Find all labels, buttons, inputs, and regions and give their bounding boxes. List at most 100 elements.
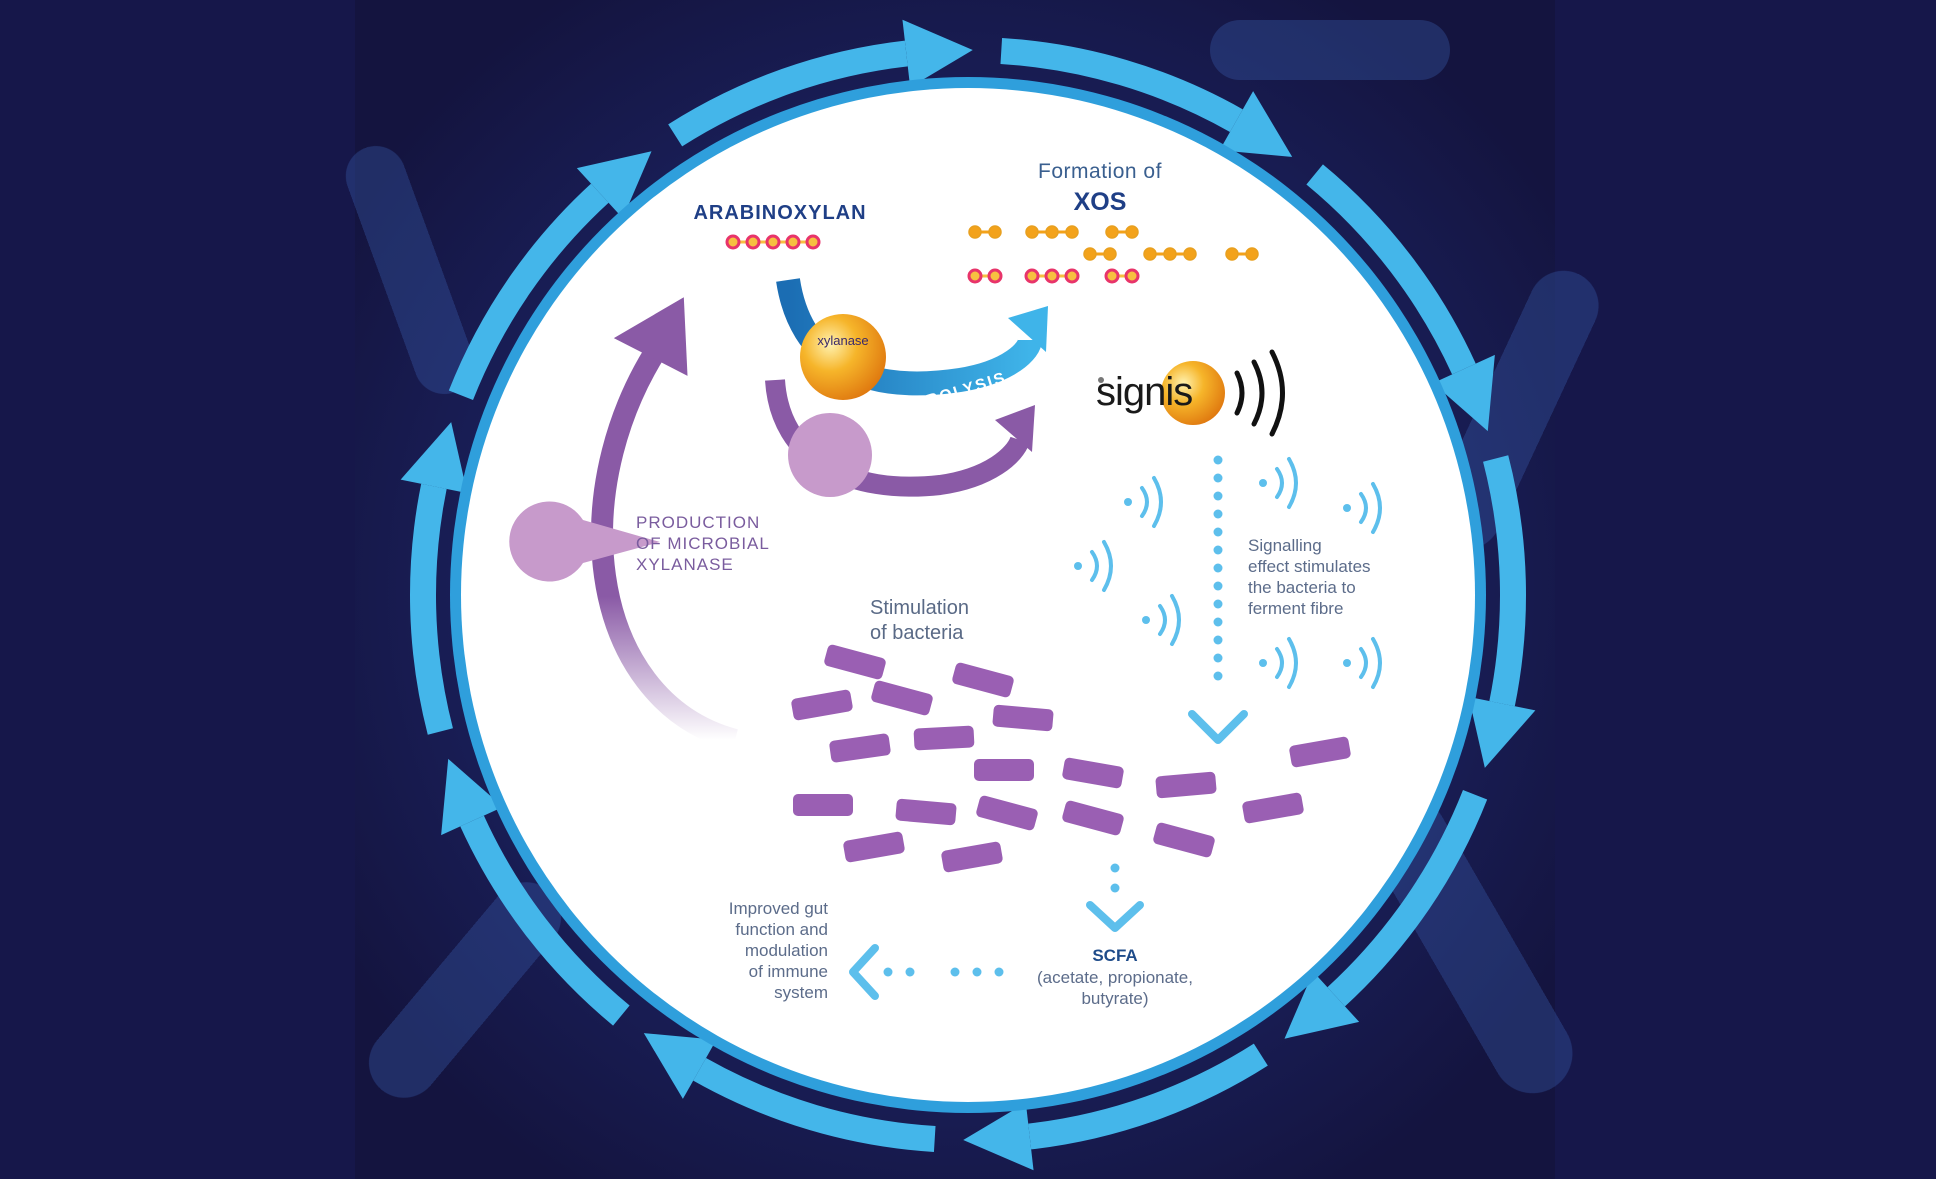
dot — [1213, 527, 1223, 537]
bacterium — [824, 644, 886, 680]
dot — [1213, 491, 1223, 501]
sugar-unit — [1163, 247, 1177, 261]
dot — [1110, 883, 1120, 893]
sugar-unit — [1083, 247, 1097, 261]
dot — [905, 967, 915, 977]
dotted-down-line — [1213, 455, 1223, 681]
sugar-unit — [1025, 225, 1039, 239]
sugar-unit — [805, 234, 821, 250]
bacterium — [992, 704, 1054, 732]
signalling-label: Signalling effect stimulates the bacteri… — [1248, 535, 1428, 619]
bacterium — [793, 794, 853, 816]
bacterium — [871, 680, 933, 716]
formation-of-label: Formation of — [1038, 160, 1162, 183]
scfa-label: SCFA — [1092, 946, 1138, 965]
dot — [1213, 581, 1223, 591]
stimulation-label: Stimulation of bacteria — [870, 596, 1050, 646]
pacman-enzyme-icon — [509, 501, 660, 582]
bacteria-cluster — [791, 644, 1351, 873]
dot — [994, 967, 1004, 977]
xylanase-enzyme-icon — [800, 314, 886, 400]
cycle-arrowhead — [902, 19, 973, 88]
cycle-arrow-segment — [693, 1058, 936, 1152]
lilac-enzyme-icon — [788, 413, 872, 497]
dot — [883, 967, 893, 977]
sugar-unit — [1024, 268, 1040, 284]
bacterium — [1242, 792, 1304, 824]
xos-chains — [967, 225, 1259, 284]
cycle-arrow-segment — [1327, 789, 1488, 1007]
scfa-detail-line: (acetate, propionate, — [1037, 968, 1193, 987]
bacterium — [1062, 757, 1124, 789]
signal-wave-icon — [1124, 476, 1163, 528]
sugar-unit — [1065, 225, 1079, 239]
scfa-dots — [1110, 863, 1120, 893]
dot — [1213, 671, 1223, 681]
inner-circle — [461, 88, 1475, 1102]
cycle-arrowhead — [1284, 971, 1360, 1039]
signalling-line: Signalling — [1248, 536, 1322, 555]
sugar-unit — [967, 268, 983, 284]
arabinoxylan-label: ARABINOXYLAN — [693, 202, 867, 224]
signal-wave-icon — [1343, 637, 1382, 689]
bacterium — [974, 759, 1034, 781]
cycle-arrow-segment — [410, 483, 453, 735]
sugar-unit — [1045, 225, 1059, 239]
cycle-arrow-segment — [668, 40, 908, 147]
bacterium — [1155, 771, 1217, 799]
improved-gut-line: of immune — [748, 962, 828, 981]
bacterium — [895, 798, 957, 826]
production-arrowhead — [613, 297, 688, 376]
arabinoxylan-chain — [725, 234, 821, 250]
sugar-unit — [725, 234, 741, 250]
bacterium — [913, 725, 975, 751]
bacterium — [829, 733, 891, 763]
cycle-arrow-segment — [460, 815, 630, 1026]
dot — [1213, 545, 1223, 555]
cycle-arrow-segment — [1028, 1043, 1268, 1150]
sugar-unit — [1183, 247, 1197, 261]
signal-wave-icon — [1142, 594, 1181, 646]
signal-wave-icon — [1074, 540, 1113, 592]
bacterium — [952, 662, 1014, 698]
dot — [1213, 635, 1223, 645]
dotted-left-arrow-icon — [849, 944, 879, 1000]
dot — [1213, 599, 1223, 609]
scfa-down-arrow-icon — [1086, 901, 1144, 932]
bacterium — [843, 831, 905, 863]
sugar-unit — [1143, 247, 1157, 261]
bacterium — [976, 795, 1038, 831]
dot — [1213, 617, 1223, 627]
cycle-arrowhead — [400, 422, 468, 494]
cycle-arrow-segment — [448, 183, 609, 401]
hydrolysis-arrow — [776, 277, 1042, 396]
improved-gut-line: function and — [735, 920, 828, 939]
cycle-arrowhead — [963, 1102, 1034, 1171]
improved-gut-line: system — [774, 983, 828, 1002]
scfa-detail-line: butyrate) — [1081, 989, 1149, 1008]
signal-wave-icon — [1259, 637, 1298, 689]
production-label: PRODUCTION OF MICROBIAL XYLANASE — [636, 512, 816, 575]
signis-logo: signis — [1096, 370, 1193, 414]
xos-label: XOS — [1073, 188, 1127, 216]
bacterium — [1289, 736, 1351, 768]
sugar-unit — [765, 234, 781, 250]
improved-gut-line: modulation — [744, 941, 828, 960]
signal-wave-icon — [1259, 457, 1298, 509]
signalling-line: ferment fibre — [1248, 599, 1344, 618]
signalling-line: effect stimulates — [1248, 557, 1371, 576]
sugar-unit — [1064, 268, 1080, 284]
bacterium — [791, 689, 853, 721]
sugar-unit — [1104, 268, 1120, 284]
dot — [1110, 863, 1120, 873]
dot — [1213, 653, 1223, 663]
signalling-line: the bacteria to — [1248, 578, 1356, 597]
bacterium — [941, 841, 1003, 873]
dot — [1213, 509, 1223, 519]
scfa-detail-label: (acetate, propionate, butyrate) — [1010, 967, 1220, 1009]
sugar-unit — [1103, 247, 1117, 261]
cycle-arrowhead — [1219, 91, 1293, 157]
improved-gut-line: Improved gut — [728, 899, 828, 918]
hydrolysis-arrowhead — [1008, 306, 1048, 352]
